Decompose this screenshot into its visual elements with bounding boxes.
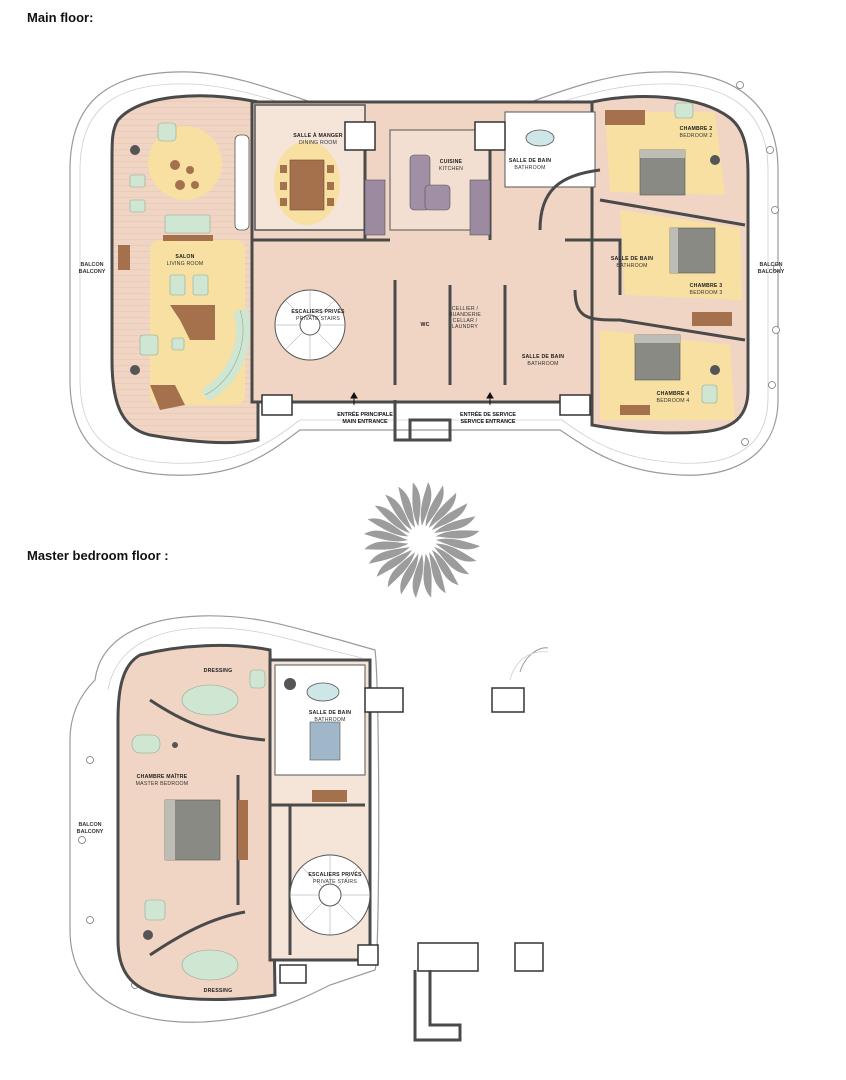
sun-ray — [429, 492, 457, 528]
label-bath-mid-en: BATHROOM — [616, 263, 647, 269]
label-master-bedroom-en: MASTER BEDROOM — [136, 781, 189, 787]
main-balcony-left-en: BALCONY — [79, 269, 106, 275]
sun-ray — [434, 547, 470, 575]
label-main-entrance-fr: ENTRÉE PRINCIPALE — [337, 410, 393, 418]
main-floor-plan — [69, 71, 781, 476]
sun-ray — [420, 482, 432, 526]
sun-ray — [368, 547, 410, 564]
main-spiral-stairs — [274, 289, 346, 361]
main-balcony-right-fr: BALCON — [759, 262, 782, 268]
label-dressing-top: DRESSING — [204, 668, 233, 674]
label-master-bath-en: BATHROOM — [314, 717, 345, 723]
label-wc: WC — [420, 322, 429, 328]
label-stairs-en: PRIVATE STAIRS — [296, 316, 340, 322]
label-stairs-fr: ESCALIERS PRIVÉS — [291, 307, 345, 315]
master-balcony-en: BALCONY — [77, 829, 104, 835]
sun-ray — [374, 505, 410, 533]
label-dressing-bottom: DRESSING — [204, 988, 233, 994]
sun-ray — [434, 516, 476, 533]
sun-ray — [376, 549, 413, 577]
label-bath-mid-fr: SALLE DE BAIN — [611, 256, 653, 262]
label-laundry-2: BUANDERIE — [449, 312, 481, 318]
sun-ray — [435, 543, 477, 562]
master-balcony-fr: BALCON — [78, 822, 101, 828]
sun-ray — [425, 485, 444, 527]
sun-ray — [429, 552, 446, 594]
label-kitchen-en: KITCHEN — [439, 166, 463, 172]
label-service-entrance-fr: ENTRÉE DE SERVICE — [460, 410, 516, 418]
main-balcony-right-en: BALCONY — [758, 269, 785, 275]
sun-ray — [412, 482, 421, 527]
label-bedroom2-en: BEDROOM 2 — [680, 133, 713, 139]
label-master-bath-fr: SALLE DE BAIN — [309, 710, 351, 716]
sun-ray — [400, 553, 419, 595]
svg-text:BALCON: BALCON — [80, 262, 103, 268]
label-service-entrance-en: SERVICE ENTRANCE — [460, 419, 515, 425]
master-spiral-stairs — [289, 854, 371, 936]
label-master-stairs-en: PRIVATE STAIRS — [313, 879, 357, 885]
master-floor-plan — [69, 615, 549, 1042]
sun-ray — [385, 494, 413, 531]
label-bath-low-fr: SALLE DE BAIN — [522, 354, 564, 360]
label-dining-en: DINING ROOM — [299, 140, 337, 146]
sun-ray — [435, 530, 480, 539]
sun-ray — [364, 530, 408, 542]
sun-ray — [364, 541, 409, 550]
sun-ray — [436, 538, 480, 550]
sun-ray — [431, 503, 468, 531]
svg-text:BALCONY: BALCONY — [79, 269, 106, 275]
main-floor-labels: BALCON BALCONY BALCON BALCONY SALLE À MA… — [79, 126, 785, 425]
label-bedroom4-en: BEDROOM 4 — [657, 398, 690, 404]
sun-emblem-icon — [364, 482, 480, 598]
sun-ray — [367, 518, 409, 537]
sun-ray — [412, 554, 424, 598]
label-main-entrance-en: MAIN ENTRANCE — [342, 419, 388, 425]
master-floor-title: Master bedroom floor : — [27, 548, 169, 563]
label-master-stairs-fr: ESCALIERS PRIVÉS — [308, 870, 362, 878]
label-bath-top-en: BATHROOM — [514, 165, 545, 171]
label-dining-fr: SALLE À MANGER — [293, 132, 343, 139]
label-living-en: LIVING ROOM — [167, 261, 204, 267]
sun-ray — [423, 553, 432, 598]
sun-ray — [398, 486, 415, 528]
label-living-fr: SALON — [175, 254, 194, 260]
label-master-bedroom-fr: CHAMBRE MAÎTRE — [137, 772, 188, 780]
sun-ray — [387, 552, 415, 588]
label-bedroom3-fr: CHAMBRE 3 — [690, 283, 723, 289]
label-bedroom3-en: BEDROOM 3 — [690, 290, 723, 296]
label-bath-low-en: BATHROOM — [527, 361, 558, 367]
label-bedroom2-fr: CHAMBRE 2 — [680, 126, 713, 132]
label-laundry-4: LAUNDRY — [452, 324, 478, 330]
svg-text:BALCON: BALCON — [759, 262, 782, 268]
sun-ray — [431, 549, 459, 586]
main-floor-title: Main floor: — [27, 10, 94, 25]
main-balcony-left-fr: BALCON — [80, 262, 103, 268]
master-floor-labels: BALCON BALCONY DRESSING SALLE DE BAIN BA… — [77, 668, 362, 994]
label-laundry-1: CELLIER / — [452, 306, 479, 312]
label-kitchen-fr: CUISINE — [440, 159, 463, 165]
label-bedroom4-fr: CHAMBRE 4 — [657, 391, 690, 397]
svg-text:BALCONY: BALCONY — [758, 269, 785, 275]
label-bath-top-fr: SALLE DE BAIN — [509, 158, 551, 164]
label-laundry-3: CELLAR / — [453, 318, 478, 324]
